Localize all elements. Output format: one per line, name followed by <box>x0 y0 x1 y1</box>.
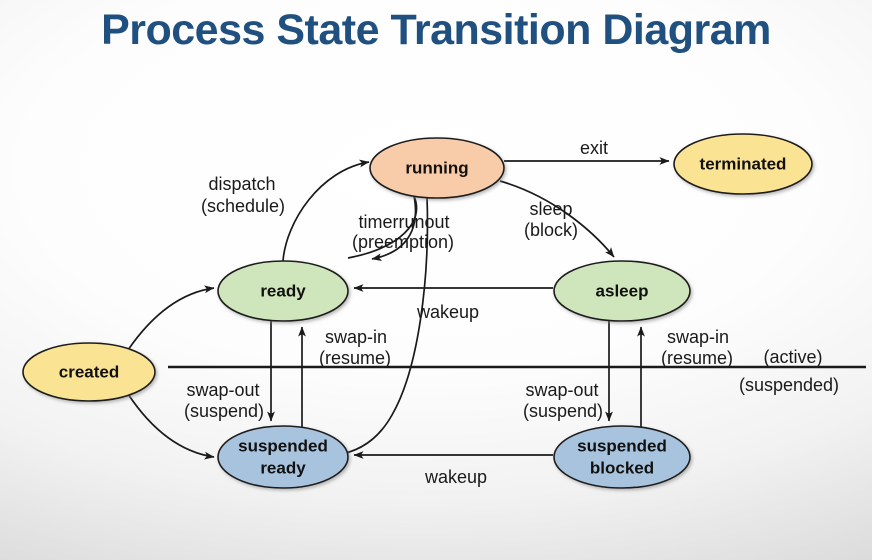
edge-label-swap-out-right-line1: swap-out <box>525 380 598 400</box>
edge-label-sleep-line2: (block) <box>524 220 578 240</box>
region-label-active: (active) <box>763 347 822 367</box>
node-suspended-ready-label-line1: suspended <box>238 436 328 455</box>
edge-label-wakeup-top-text: wakeup <box>416 302 479 322</box>
edge-running-asleep <box>499 180 615 258</box>
edge-label-exit-text: exit <box>580 138 608 158</box>
node-terminated[interactable]: terminated <box>673 133 813 195</box>
node-suspended-blocked-label-line2: blocked <box>590 458 654 477</box>
edge-label-timerrunout-line2: (preemption) <box>352 232 454 252</box>
region-label-suspended: (suspended) <box>739 375 839 395</box>
edge-label-swap-in-right-line1: swap-in <box>667 327 729 347</box>
edge-label-wakeup-bottom: wakeup <box>424 467 487 487</box>
edge-created-ready <box>127 285 215 351</box>
edge-label-swap-in-left-line2: (resume) <box>319 348 391 368</box>
edge-ready-running <box>282 159 370 262</box>
node-suspended-blocked-label-line1: suspended <box>577 436 667 455</box>
edge-label-sleep: sleep (block) <box>524 199 578 240</box>
region-label-suspended-text: (suspended) <box>739 375 839 395</box>
edge-label-swap-out-left: swap-out (suspend) <box>184 380 264 421</box>
edge-label-swap-out-right-line2: (suspend) <box>523 401 603 421</box>
edge-label-swap-out-left-line2: (suspend) <box>184 401 264 421</box>
edge-label-swap-in-left-line1: swap-in <box>325 327 387 347</box>
node-running-label: running <box>405 158 468 177</box>
node-asleep-label: asleep <box>596 281 649 300</box>
node-asleep[interactable]: asleep <box>553 260 691 322</box>
edge-label-swap-in-right: swap-in (resume) <box>661 327 733 368</box>
edge-running-suspended-ready <box>335 196 429 458</box>
edge-label-swap-in-right-line2: (resume) <box>661 348 733 368</box>
node-suspended-blocked[interactable]: suspended blocked <box>553 425 691 489</box>
node-created[interactable]: created <box>22 342 156 402</box>
edge-label-timerrunout-line1: timerrunout <box>358 212 449 232</box>
page-title: Process State Transition Diagram <box>101 6 771 54</box>
node-suspended-ready[interactable]: suspended ready <box>217 425 349 489</box>
node-terminated-label: terminated <box>700 154 787 173</box>
edge-label-dispatch-line2: (schedule) <box>201 196 285 216</box>
node-ready[interactable]: ready <box>217 260 349 322</box>
edge-label-wakeup-bottom-text: wakeup <box>424 467 487 487</box>
edge-label-exit: exit <box>580 138 608 158</box>
node-created-label: created <box>59 362 119 381</box>
region-label-active-text: (active) <box>763 347 822 367</box>
edge-label-timerrunout: timerrunout (preemption) <box>352 212 454 252</box>
edge-running-ready <box>347 195 418 262</box>
edge-label-wakeup-top: wakeup <box>416 302 479 322</box>
edge-label-sleep-line1: sleep <box>529 199 572 219</box>
edge-label-swap-in-left: swap-in (resume) <box>319 327 391 368</box>
edge-label-dispatch: dispatch (schedule) <box>201 174 285 216</box>
node-ready-label: ready <box>260 281 306 300</box>
edge-created-suspended-ready <box>127 393 215 460</box>
edge-label-swap-out-left-line1: swap-out <box>186 380 259 400</box>
edge-label-dispatch-line1: dispatch <box>208 174 275 194</box>
node-suspended-ready-label-line2: ready <box>260 458 306 477</box>
edge-label-swap-out-right: swap-out (suspend) <box>523 380 603 421</box>
node-running[interactable]: running <box>369 137 505 199</box>
